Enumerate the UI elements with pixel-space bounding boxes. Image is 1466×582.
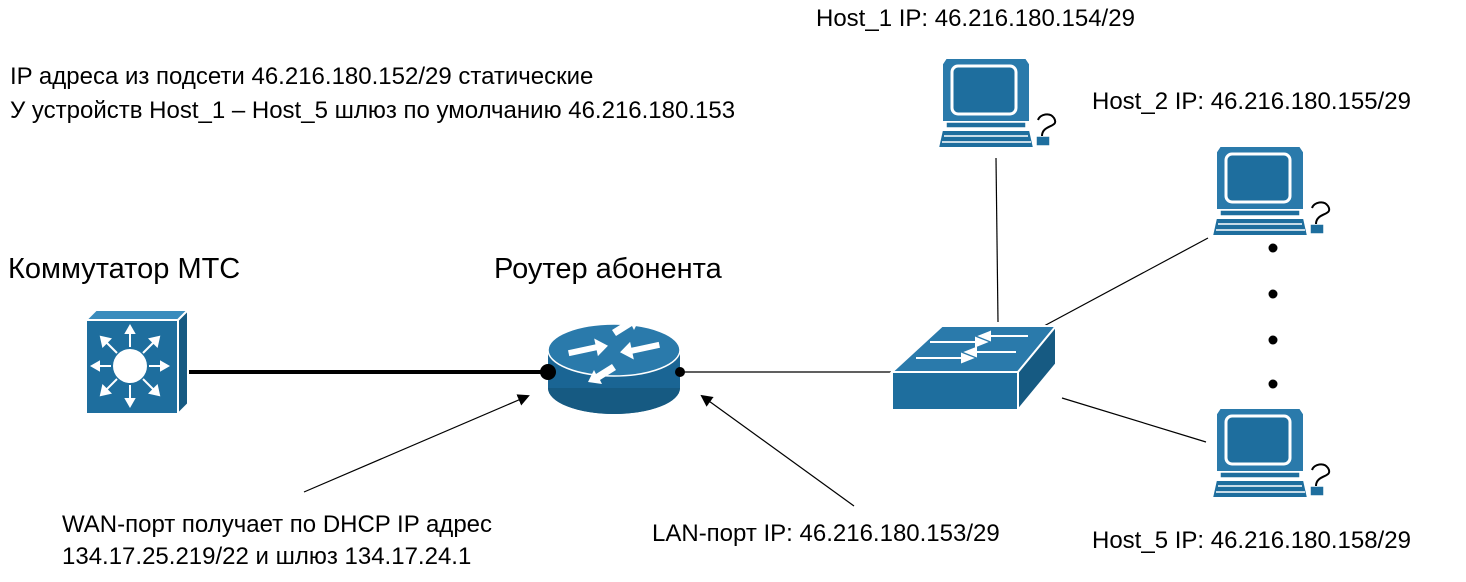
router-icon <box>547 316 681 414</box>
ellipsis-dot <box>1268 335 1278 345</box>
workstation-icon <box>1210 406 1331 500</box>
host1-cable <box>995 157 999 323</box>
note-line-2: У устройств Host_1 – Host_5 шлюз по умол… <box>10 97 736 124</box>
ellipsis-dot <box>1268 243 1278 253</box>
lan-arrow <box>700 394 855 507</box>
wan-port-dot <box>540 364 556 380</box>
host2-label: Host_2 IP: 46.216.180.155/29 <box>1092 88 1411 115</box>
wan-arrow <box>303 394 530 493</box>
workstation-icon <box>1210 144 1331 238</box>
wan-annotation-line-1: WAN-порт получает по DHCP IP адрес <box>62 511 493 538</box>
ellipsis-dot <box>1268 289 1278 299</box>
note-line-1: IP адреса из подсети 46.216.180.152/29 с… <box>10 63 594 90</box>
ellipsis-dot <box>1268 379 1278 389</box>
lan-annotation: LAN-порт IP: 46.216.180.153/29 <box>652 520 1000 547</box>
host2-cable <box>1043 237 1209 327</box>
workgroup-switch-icon <box>889 323 1059 413</box>
router-label: Роутер абонента <box>494 253 722 285</box>
lan-port-dot <box>675 367 685 377</box>
host1-label: Host_1 IP: 46.216.180.154/29 <box>816 5 1135 32</box>
layer3-switch-icon <box>83 307 191 417</box>
host5-label: Host_5 IP: 46.216.180.158/29 <box>1092 527 1411 554</box>
isp-switch-label: Коммутатор МТС <box>8 253 241 285</box>
workstation-icon <box>936 56 1057 150</box>
wan-annotation-line-2: 134.17.25.219/22 и шлюз 134.17.24.1 <box>62 543 472 570</box>
host5-cable <box>1061 397 1207 443</box>
